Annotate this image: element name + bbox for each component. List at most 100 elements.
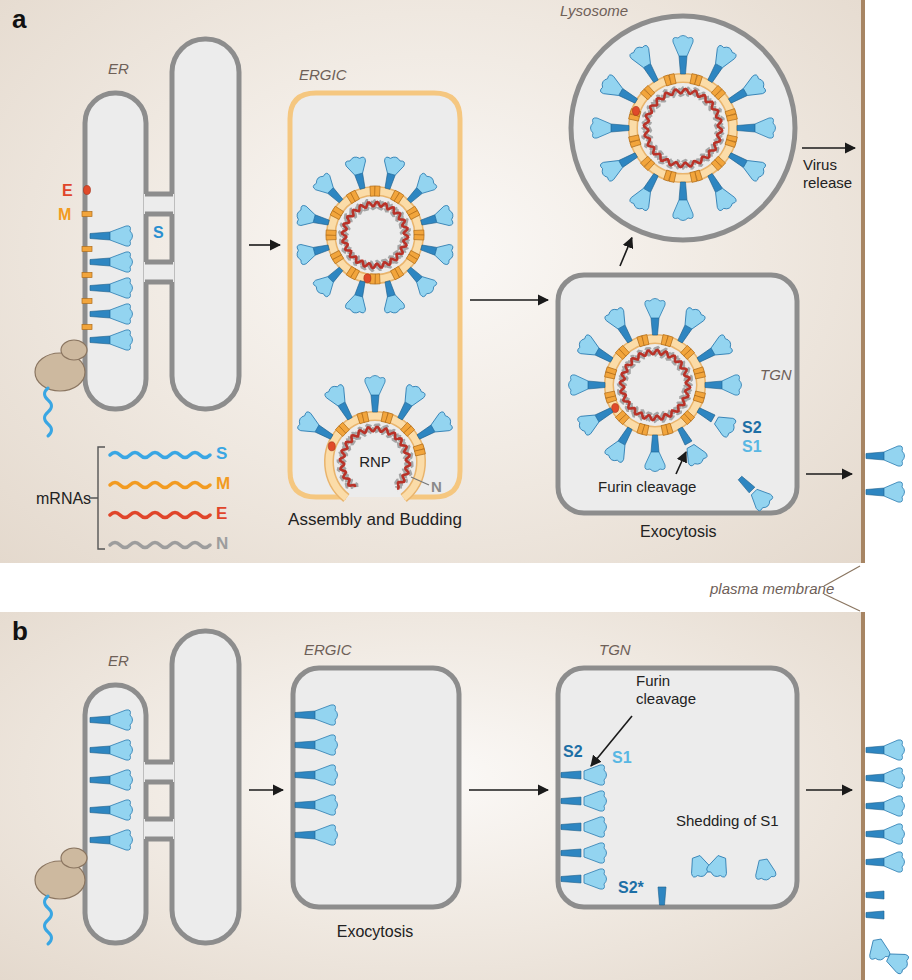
spike-s2-stem <box>866 488 884 496</box>
label-wrap: Furin cleavage <box>598 478 696 496</box>
annotation-label: S2 <box>563 742 583 761</box>
er-bridge-wall <box>145 260 173 265</box>
spike-s1-head <box>884 768 905 788</box>
annotation-label: E <box>62 181 73 200</box>
compartment-label: a <box>12 4 26 35</box>
annotation-label: Furin cleavage <box>636 672 708 708</box>
er-bridge-wall <box>145 837 173 842</box>
spike-s1-head <box>884 824 905 844</box>
annotation-label: Shedding of S1 <box>676 812 779 830</box>
compartment-label: ER <box>108 652 129 670</box>
label-wrap: a <box>12 4 26 35</box>
compartment-outline <box>82 628 242 946</box>
spike-s2-stem <box>866 858 884 866</box>
label-wrap: N <box>431 478 442 496</box>
spike-protein <box>866 824 905 844</box>
spike-protein <box>866 768 905 788</box>
compartment-lumen <box>290 93 460 497</box>
spike-s1-head <box>884 948 911 975</box>
er-bridge <box>144 194 174 214</box>
compartment-membrane <box>558 668 797 907</box>
label-wrap: Exocytosis <box>640 522 716 541</box>
spike-s2-stem <box>866 911 884 919</box>
label-wrap: S2* <box>618 878 644 897</box>
spike-protein <box>866 482 905 502</box>
label-wrap: TGN <box>760 366 792 384</box>
annotation-label: S1 <box>612 748 632 767</box>
er-bridge <box>144 762 174 782</box>
annotation-label: Furin cleavage <box>598 478 696 496</box>
compartment-membrane <box>558 275 797 513</box>
er-bridge-wall <box>145 760 173 765</box>
spike-s1-head <box>884 446 905 466</box>
compartment-label: ERGIC <box>299 66 347 84</box>
label-wrap: TGN <box>599 641 631 659</box>
annotation-label: M <box>58 205 71 224</box>
compartment-lumen <box>293 668 459 907</box>
er-bridge <box>144 819 174 839</box>
annotation-label: Exocytosis <box>337 922 413 941</box>
compartment-outline <box>568 13 798 243</box>
annotation-label: Assembly and Budding <box>288 510 462 530</box>
label-wrap: S1 <box>742 437 762 456</box>
label-wrap: ER <box>108 60 129 78</box>
spike-s2-stem <box>866 774 884 782</box>
ergic-compartment: ERGIC <box>290 665 462 910</box>
legend-label: E <box>216 504 227 524</box>
legend-label: S <box>216 444 227 464</box>
spike-protein <box>866 852 905 872</box>
compartment-label: ER <box>108 60 129 78</box>
spike-protein <box>866 796 905 816</box>
annotation-label: mRNAs <box>36 489 91 508</box>
compartment-label: b <box>12 616 28 647</box>
label-wrap: S <box>153 223 164 242</box>
label-wrap: Assembly and Budding <box>288 510 462 530</box>
spike-s1-head <box>884 852 905 872</box>
label-wrap: S2 <box>742 418 762 437</box>
label-wrap: mRNAs <box>36 489 91 508</box>
er-tube <box>172 631 239 943</box>
lysosome-circle: Lysosome <box>568 13 798 243</box>
spike-s1-head <box>884 482 905 502</box>
label-wrap: ERGIC <box>299 66 347 84</box>
spike-s1-head <box>867 938 891 962</box>
label-wrap: Lysosome <box>560 2 628 20</box>
label-wrap: S1 <box>612 748 632 767</box>
annotation-label: RNP <box>359 453 391 471</box>
spike-protein <box>866 911 884 919</box>
compartment-lumen <box>558 275 797 513</box>
spike-s2-stem <box>866 830 884 838</box>
spike-s1-head <box>884 796 905 816</box>
annotation-label: N <box>431 478 442 496</box>
er-tube <box>85 685 146 943</box>
spike-protein <box>867 938 891 962</box>
compartment-label: ERGIC <box>304 641 352 659</box>
compartment-membrane <box>290 93 460 497</box>
er-bridge-wall <box>145 780 173 785</box>
spike-s2-stem <box>866 802 884 810</box>
legend-wrap: N <box>216 534 228 554</box>
spike-protein <box>866 740 905 760</box>
er-bridge-wall <box>145 817 173 822</box>
lysosome-membrane <box>571 16 795 240</box>
spike-protein <box>866 446 905 466</box>
label-wrap: ERGIC <box>304 641 352 659</box>
er-tube <box>172 39 239 409</box>
er-bridge-wall <box>145 192 173 197</box>
compartment-outline <box>290 665 462 910</box>
label-wrap: Exocytosis <box>337 922 413 941</box>
label-wrap: Furin cleavage <box>636 672 708 708</box>
label-wrap: E <box>62 181 73 200</box>
spike-s2-stem <box>866 452 884 460</box>
panel-band: bER ERGIC TGN <box>0 612 863 980</box>
compartment-label: TGN <box>599 641 631 659</box>
label-wrap: ER <box>108 652 129 670</box>
legend-label: M <box>216 474 230 494</box>
label-wrap: plasma membrane <box>710 580 834 598</box>
spike-s1-head <box>884 740 905 760</box>
er-bridge-wall <box>145 212 173 217</box>
annotation-label: S <box>153 223 164 242</box>
